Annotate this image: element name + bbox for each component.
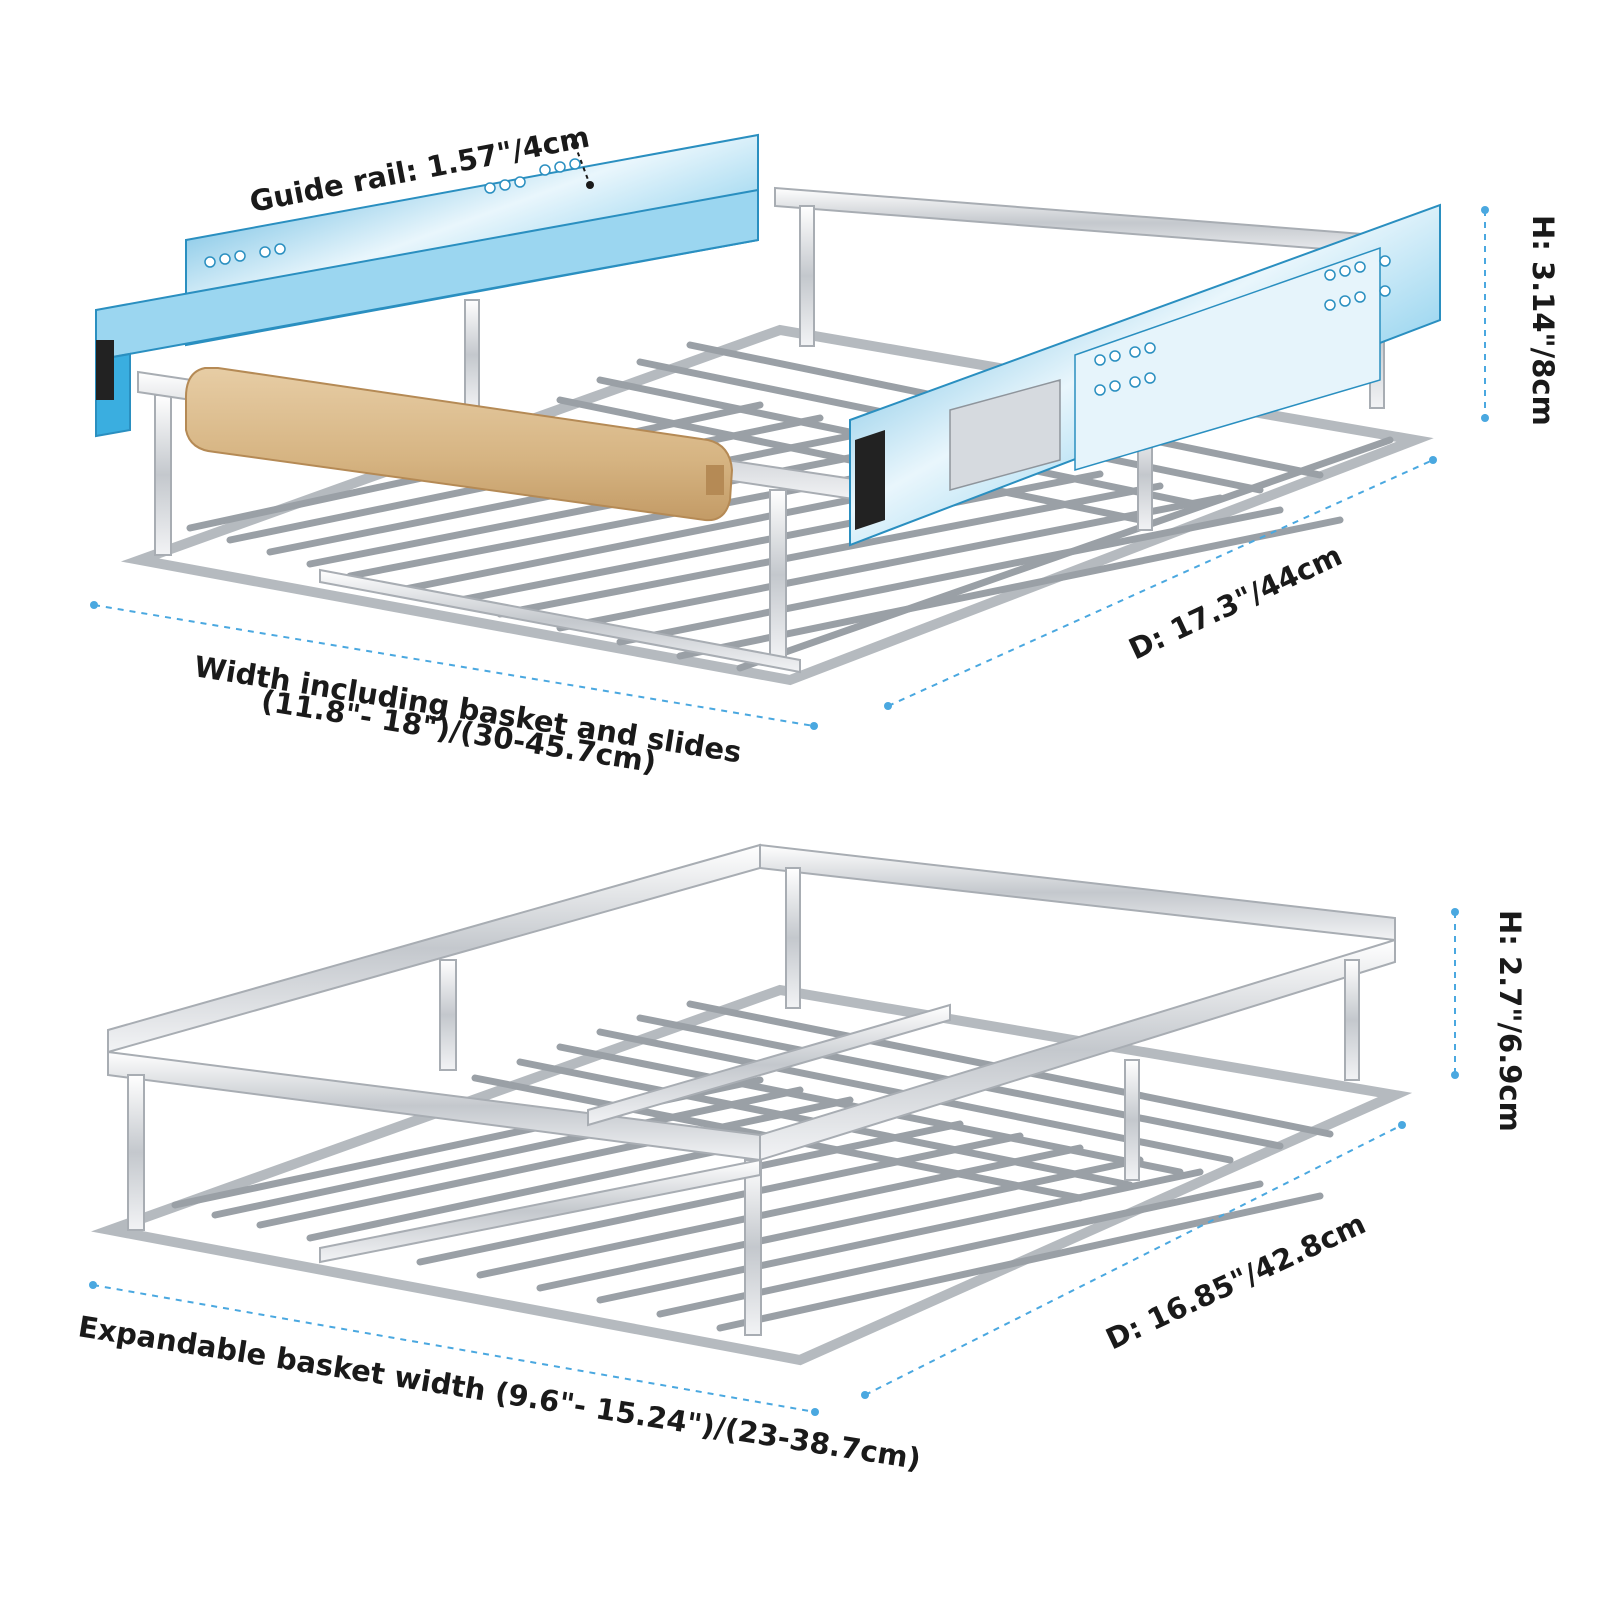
top-depth-dimension-line	[887, 459, 1434, 707]
top-width-dimension-line	[93, 604, 815, 727]
bottom-dimension-lines	[89, 908, 1459, 1416]
bottom-width-dimension-line	[92, 1284, 816, 1413]
top-basket-with-slides	[95, 133, 1441, 686]
bottom-width-label: Expandable basket width (9.6"- 15.24")/(…	[76, 1309, 923, 1476]
top-height-label: H: 3.14"/8cm	[1526, 215, 1560, 426]
bottom-expandable-basket	[90, 843, 1413, 1366]
top-left-guide-rail	[95, 133, 759, 438]
guide-rail-dimension-mark	[571, 141, 594, 189]
bottom-depth-label: D: 16.85"/42.8cm	[1101, 1206, 1371, 1356]
top-right-guide-rail	[849, 203, 1441, 547]
bottom-height-label: H: 2.7"/6.9cm	[1493, 910, 1527, 1132]
bottom-depth-dimension-line	[864, 1124, 1403, 1396]
top-wooden-handle	[184, 367, 734, 522]
bottom-basket-frame	[107, 843, 1396, 1336]
top-dimension-lines	[90, 206, 1489, 730]
